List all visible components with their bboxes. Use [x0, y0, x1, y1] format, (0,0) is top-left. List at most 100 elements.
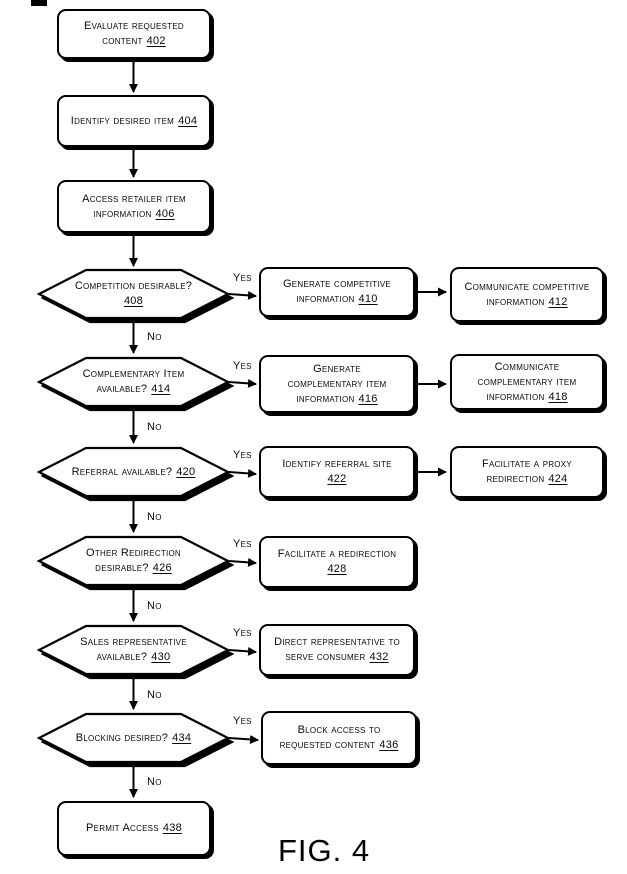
- ref-number: 436: [379, 739, 399, 751]
- label-line: information: [93, 207, 152, 220]
- label-line: complementary item: [477, 375, 577, 388]
- label-line: desirable?: [95, 562, 149, 574]
- node-label: Referral available?420: [72, 465, 196, 480]
- node-label: Competition desirable? 408: [75, 279, 192, 309]
- ref-number: 428: [327, 563, 347, 575]
- label-line: serve consumer: [285, 651, 366, 663]
- label-line: information: [486, 295, 545, 308]
- label-line: information: [296, 392, 355, 405]
- ref-number: 412: [548, 295, 568, 308]
- label-line: Facilitate a redirection: [277, 548, 397, 560]
- decision-node-414: Complementary Item available?414: [36, 356, 235, 412]
- label-line: Identify referral site: [282, 458, 392, 470]
- label-line: Generate: [313, 362, 361, 375]
- ref-number: 424: [548, 473, 568, 485]
- branch-label-yes-434: Yes: [233, 715, 252, 727]
- ref-number: 430: [151, 651, 171, 663]
- label-line: redirection: [486, 473, 545, 485]
- branch-label-yes-426: Yes: [233, 538, 252, 550]
- hexagon-shape: [36, 356, 235, 412]
- hexagon-shape: [36, 446, 235, 502]
- label-line: Block access to: [297, 724, 381, 736]
- decision-node-420: Referral available?420: [36, 446, 235, 502]
- ref-number: 418: [548, 390, 568, 403]
- ref-number: 438: [162, 822, 182, 834]
- label-line: Complementary Item: [82, 368, 185, 380]
- ref-number: 408: [123, 295, 144, 307]
- decision-node-434: Blocking desired?434: [36, 712, 235, 768]
- ref-number: 420: [176, 465, 196, 478]
- node-label: Facilitate a redirection 428: [278, 547, 397, 577]
- branch-label-no-430: No: [147, 689, 162, 701]
- ref-number: 416: [358, 392, 378, 405]
- branch-label-yes-430: Yes: [233, 627, 252, 639]
- label-line: available?: [96, 651, 148, 663]
- label-line: Referral available?: [71, 465, 173, 478]
- decision-node-408: Competition desirable? 408: [36, 268, 235, 324]
- label-line: information: [296, 293, 355, 305]
- branch-label-no-426: No: [147, 600, 162, 612]
- ref-number: 410: [358, 293, 378, 305]
- label-line: Facilitate a proxy: [482, 458, 572, 470]
- branch-label-no-420: No: [147, 511, 162, 523]
- node-label: Blocking desired?434: [76, 731, 191, 746]
- process-node-428: Facilitate a redirection 428: [259, 536, 415, 588]
- ref-number: 432: [369, 651, 389, 663]
- ref-number: 426: [152, 562, 172, 574]
- ref-number: 402: [146, 35, 166, 47]
- ref-number: 404: [178, 114, 198, 127]
- label-line: Blocking desired?: [75, 731, 169, 744]
- label-line: Competition desirable?: [74, 280, 193, 292]
- hexagon-shape: [36, 624, 235, 680]
- figure-caption: FIG. 4: [278, 833, 371, 868]
- decision-node-430: Sales representative available?430: [36, 624, 235, 680]
- node-label: Other Redirection desirable?426: [86, 546, 181, 576]
- node-label: Sales representative available?430: [80, 635, 187, 665]
- branch-label-yes-408: Yes: [233, 272, 252, 284]
- ref-number: 414: [151, 383, 171, 395]
- hexagon-shape: [36, 268, 235, 324]
- label-line: content: [102, 35, 143, 47]
- hexagon-shape: [36, 712, 235, 768]
- branch-label-no-408: No: [147, 331, 162, 343]
- process-node-422: Identify referral site 422: [259, 446, 415, 498]
- label-line: Identify desired item: [70, 114, 175, 127]
- branch-label-no-414: No: [147, 421, 162, 433]
- label-line: Sales representative: [80, 636, 187, 648]
- ref-number: 422: [327, 473, 347, 485]
- label-line: Communicate: [494, 360, 560, 373]
- label-line: Generate competitive: [282, 278, 392, 290]
- hexagon-shape: [36, 535, 235, 591]
- label-line: Evaluate requested: [84, 20, 184, 32]
- label-line: Other Redirection: [86, 547, 181, 559]
- node-label: Identify referral site 422: [282, 457, 391, 487]
- cropped-header-artifact: [31, 0, 47, 6]
- label-line: Permit Access: [86, 822, 159, 834]
- process-node-418: Communicate complementary item informati…: [450, 354, 604, 410]
- node-label: Communicate complementary item informati…: [478, 360, 577, 405]
- branch-label-yes-414: Yes: [233, 360, 252, 372]
- label-line: Access retailer item: [82, 192, 186, 205]
- label-line: Direct representative to: [274, 636, 400, 648]
- branch-label-no-434: No: [147, 776, 162, 788]
- node-label: Complementary Item available?414: [83, 367, 185, 397]
